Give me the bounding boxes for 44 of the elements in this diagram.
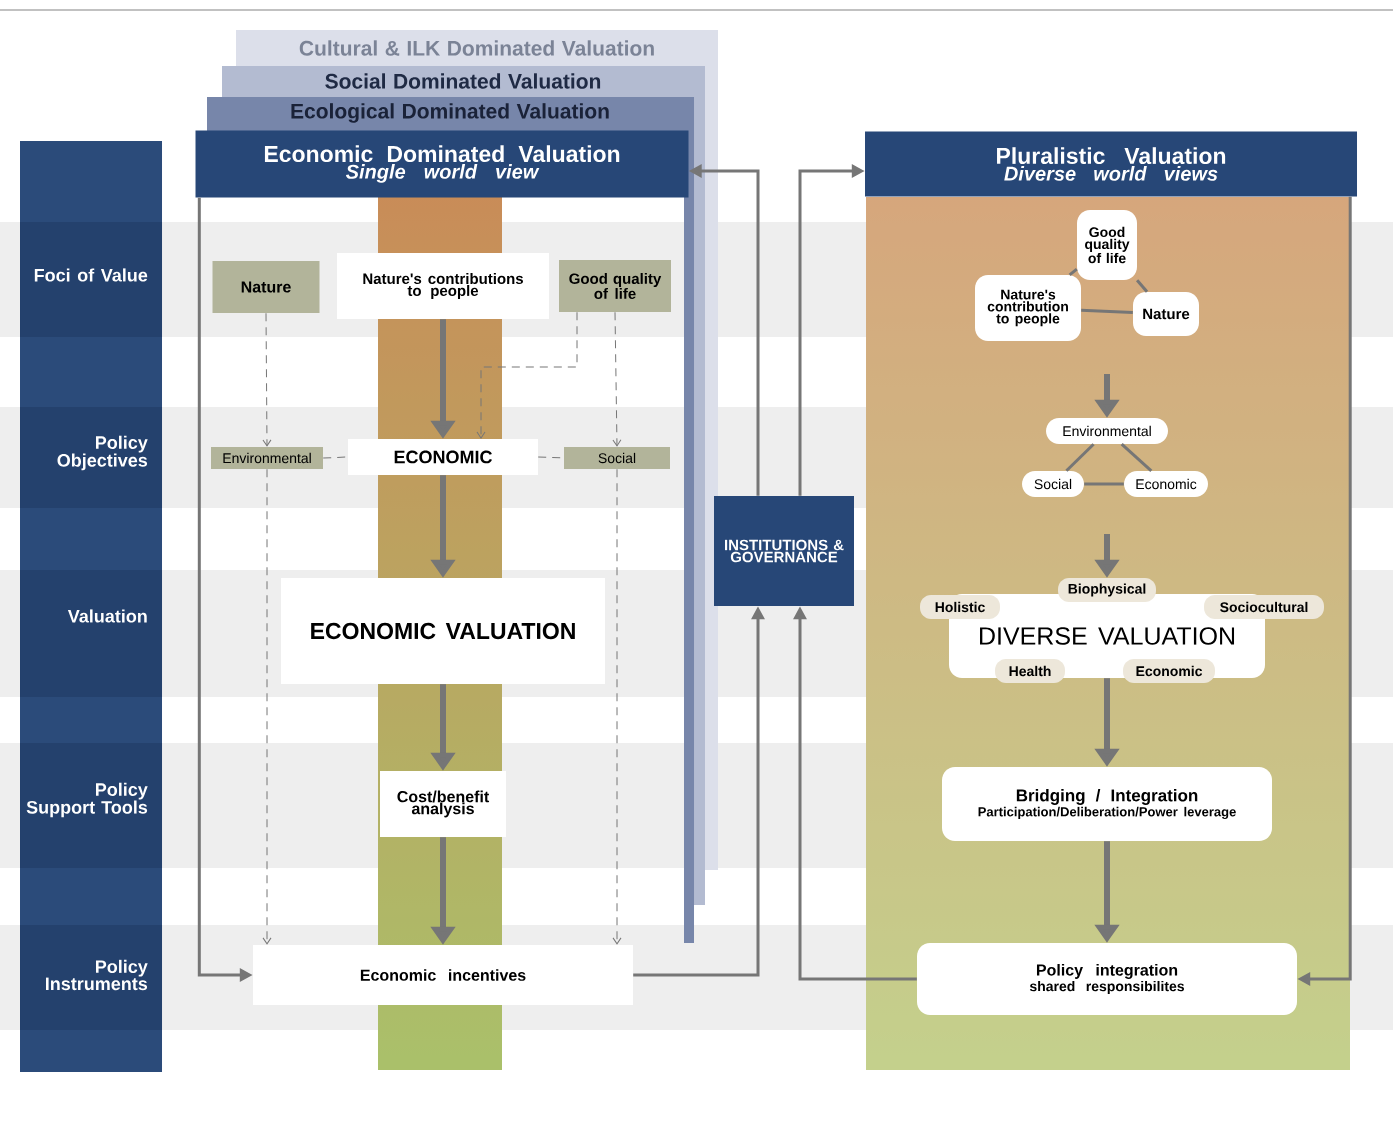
process-box: ECONOMIC: [348, 439, 538, 475]
panel-title: Social Dominated Valuation: [325, 73, 601, 89]
rounded-box: Nature's contribution to people: [975, 275, 1081, 341]
rounded-box: Economic: [1124, 471, 1208, 497]
connector-line: [1081, 308, 1133, 315]
factor-box: Environmental: [211, 447, 323, 469]
process-box: ECONOMIC VALUATION: [281, 578, 605, 684]
connector-line: [1068, 267, 1078, 276]
pill-label: Economic: [1123, 659, 1215, 683]
connector-line: [1065, 443, 1095, 472]
process-box: Nature's contributions to people: [337, 253, 549, 319]
rounded-box: Social: [1022, 471, 1084, 497]
dashed-arrow: [476, 311, 578, 439]
process-box: Economic incentives: [253, 945, 633, 1005]
connector-line: [1120, 443, 1153, 472]
pill-label: Sociocultural: [1204, 595, 1324, 619]
header-box: Economic Dominated Valuation Single world view: [195, 130, 689, 198]
factor-box: Good quality of life: [559, 260, 671, 312]
dashed-arrow: [612, 311, 622, 447]
row-label: Policy Objectives: [57, 435, 148, 471]
rounded-box: Good quality of life: [1077, 210, 1137, 280]
pill-label: Health: [995, 659, 1065, 683]
connector-line: [1135, 279, 1149, 293]
factor-box: Social: [564, 447, 670, 469]
rounded-box: Environmental: [1046, 418, 1168, 444]
dashed-arrow: [262, 468, 272, 945]
dashed-arrow: [262, 312, 272, 447]
header-box: Pluralistic Valuation Diverse world views: [865, 131, 1357, 197]
connector-line: [1084, 482, 1124, 486]
pill-label: Biophysical: [1058, 578, 1156, 602]
dashed-arrow: [612, 468, 622, 945]
panel-title: Ecological Dominated Valuation: [291, 103, 609, 123]
rounded-box: Nature: [1133, 292, 1199, 336]
rounded-box: Policy integration shared responsibilites: [917, 943, 1297, 1015]
row-label: Policy Support Tools: [26, 782, 148, 818]
row-label: Policy Instruments: [46, 959, 148, 991]
factor-box: Nature: [212, 261, 320, 313]
row-label: Valuation: [67, 609, 147, 623]
process-box: Cost/benefit analysis: [380, 771, 506, 837]
pill-label: Holistic: [920, 595, 1000, 619]
rounded-box: Bridging / Integration Participation/Deliberation/Power leverage: [942, 767, 1272, 841]
institutions-box: INSTITUTIONS & GOVERNANCE: [714, 496, 854, 606]
row-label: Foci of Value: [34, 268, 148, 282]
panel-title: Cultural & ILK Dominated Valuation: [299, 40, 654, 56]
